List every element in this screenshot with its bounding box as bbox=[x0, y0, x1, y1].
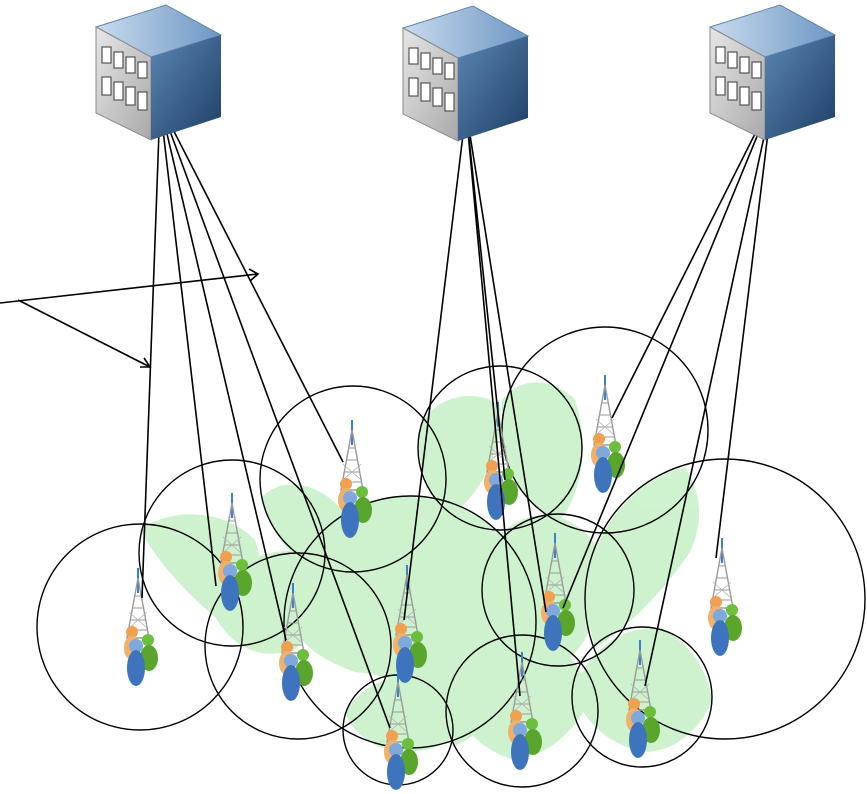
arrowhead-icon bbox=[140, 357, 152, 368]
coverage-circle bbox=[36, 523, 244, 731]
callout-line bbox=[0, 273, 259, 304]
link-line bbox=[159, 103, 287, 641]
coverage-circle bbox=[417, 365, 583, 531]
coverage-circle bbox=[259, 385, 447, 573]
arrowhead-icon bbox=[248, 268, 260, 282]
overlap-region bbox=[345, 676, 455, 752]
office-building-icon bbox=[402, 5, 529, 142]
coverage-circle bbox=[445, 634, 599, 788]
link-line bbox=[403, 109, 467, 621]
coverage-circle bbox=[204, 552, 392, 740]
coverage-circle bbox=[571, 626, 713, 768]
overlap-region bbox=[502, 382, 583, 520]
overlap-region bbox=[448, 637, 590, 760]
cell-tower-users-icon bbox=[123, 567, 159, 687]
callout-arrows bbox=[0, 268, 260, 368]
link-line bbox=[562, 99, 773, 609]
link-line bbox=[141, 103, 161, 599]
callout-line bbox=[17, 299, 151, 368]
coverage-circle bbox=[584, 458, 866, 740]
link-line bbox=[159, 103, 217, 587]
link-line bbox=[715, 99, 773, 559]
link-line bbox=[465, 109, 506, 481]
servers bbox=[95, 4, 836, 142]
overlap-region bbox=[486, 515, 605, 660]
overlap-region bbox=[574, 628, 712, 752]
coverage-circle bbox=[481, 513, 635, 667]
backhaul-links bbox=[141, 99, 773, 729]
cell-tower-users-icon bbox=[590, 374, 626, 494]
link-line bbox=[159, 103, 344, 463]
overlap-regions bbox=[140, 382, 712, 760]
link-line bbox=[611, 99, 773, 419]
office-building-icon bbox=[95, 4, 222, 141]
link-line bbox=[465, 109, 521, 697]
overlap-region bbox=[587, 467, 700, 648]
link-line bbox=[465, 109, 547, 613]
overlap-region bbox=[418, 396, 501, 520]
cell-tower-users-icon bbox=[337, 419, 373, 539]
link-line bbox=[159, 103, 391, 729]
office-building-icon bbox=[709, 4, 836, 141]
link-line bbox=[644, 99, 773, 687]
cell-tower-users-icon bbox=[707, 537, 743, 657]
